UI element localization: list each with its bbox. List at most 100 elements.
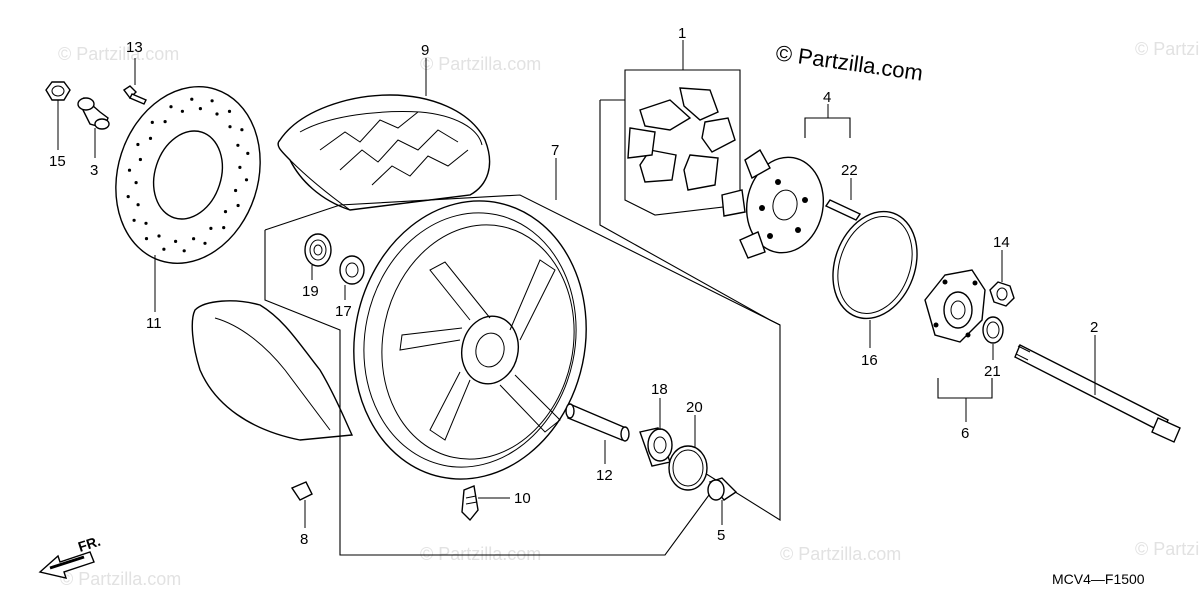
callout-6: 6	[961, 425, 969, 442]
disc-hole	[198, 107, 202, 111]
disc-hole	[163, 120, 167, 124]
watermark-3: © Partzilla.com	[1135, 39, 1200, 59]
disc-hole	[246, 151, 250, 155]
group-line-6	[937, 378, 993, 399]
callout-22: 22	[841, 162, 858, 179]
group-line-1b	[599, 99, 781, 326]
callout-14: 14	[993, 234, 1010, 251]
callout-5: 5	[717, 527, 725, 544]
disc-hole	[169, 105, 173, 109]
callout-2: 2	[1090, 319, 1098, 336]
front-direction-arrow: FR.	[38, 533, 102, 579]
callout-7: 7	[551, 142, 559, 159]
disc-hole	[209, 226, 213, 230]
brake-disc	[115, 86, 261, 264]
disc-hole	[162, 247, 166, 251]
dust-seal-17	[339, 255, 365, 285]
group-line-4	[804, 117, 851, 138]
collar-5	[707, 477, 738, 501]
disc-hole	[180, 109, 184, 113]
rear-axle	[1014, 344, 1181, 443]
disc-hole	[144, 221, 148, 225]
disc-hole	[215, 112, 219, 116]
sprocket-hub	[924, 269, 986, 343]
disc-hole	[227, 109, 232, 113]
callout-13: 13	[126, 39, 143, 56]
wheel-rim	[353, 200, 587, 480]
watermark-6: © Partzilla.com	[780, 544, 901, 564]
callout-8: 8	[300, 531, 308, 548]
disc-hole	[190, 97, 194, 101]
callout-17: 17	[335, 303, 352, 320]
disc-hole	[134, 181, 138, 185]
callout-15: 15	[49, 153, 66, 170]
callout-4: 4	[823, 89, 831, 106]
direction-label: FR.	[76, 533, 102, 555]
disc-hole	[138, 157, 142, 162]
disc-hole	[210, 99, 214, 103]
disc-bolt	[122, 85, 147, 105]
disc-hole	[238, 165, 242, 169]
watermark-2: © Partzilla.com	[420, 54, 541, 74]
tire	[277, 94, 491, 211]
seal-21	[982, 316, 1004, 344]
balance-weight	[290, 481, 313, 501]
callout-9: 9	[421, 42, 429, 59]
disc-hole	[244, 178, 249, 182]
disc-hole	[236, 143, 240, 147]
watermark-1: © Partzilla.com	[58, 44, 179, 64]
disc-hole	[132, 218, 136, 222]
disc-hole	[228, 125, 232, 129]
distance-collar-12	[565, 403, 630, 442]
disc-hole	[148, 136, 153, 140]
watermark-7: © Partzilla.com	[1135, 539, 1200, 559]
callouts: 1 2 3 4 5 6 7 8 9 10 11 12 13 14 15 16 1…	[49, 25, 1098, 548]
callout-1: 1	[678, 25, 686, 42]
axle-nut	[989, 281, 1015, 307]
driven-flange	[721, 148, 825, 259]
diagram-code: MCV4—F1500	[1052, 571, 1145, 587]
disc-hole	[150, 120, 154, 124]
disc-hole	[136, 142, 140, 147]
watermark-4: © Partzilla.com	[60, 569, 181, 589]
damper-rubbers	[627, 87, 736, 191]
callout-10: 10	[514, 490, 531, 507]
disc-hole	[240, 128, 244, 132]
snap-ring	[832, 210, 918, 320]
group-line-7	[264, 194, 781, 521]
tire-valve	[461, 485, 479, 522]
disc-hole	[174, 239, 178, 243]
disc-hole	[127, 168, 132, 172]
callout-18: 18	[651, 381, 668, 398]
disc-hole	[192, 237, 196, 241]
callout-20: 20	[686, 399, 703, 416]
callout-12: 12	[596, 467, 613, 484]
leader-lines	[57, 40, 1096, 528]
disc-hole	[223, 210, 228, 214]
callout-11: 11	[146, 315, 162, 332]
watermark-5: © Partzilla.com	[420, 544, 541, 564]
disc-hole	[126, 195, 130, 199]
disc-hole	[234, 188, 238, 193]
copyright-text: © Partzilla.com	[774, 40, 924, 85]
disc-hole	[222, 226, 226, 230]
tire-lower	[191, 300, 354, 441]
distance-collar	[77, 96, 110, 130]
group-line-1	[624, 69, 741, 216]
group-line-7b	[264, 230, 721, 556]
callout-19: 19	[302, 283, 319, 300]
callout-21: 21	[984, 363, 1001, 380]
disc-hole	[157, 234, 161, 238]
callout-3: 3	[90, 162, 98, 179]
stud-bolt	[824, 199, 862, 221]
o-ring-20	[668, 445, 708, 491]
callout-16: 16	[861, 352, 878, 369]
bearing-18	[639, 427, 673, 467]
disc-hole	[203, 241, 207, 245]
watermarks: © Partzilla.com © Partzilla.com © Partzi…	[58, 39, 1200, 589]
bearing-19	[304, 233, 332, 267]
disc-hole	[182, 249, 186, 253]
disc-hole	[136, 203, 140, 207]
disc-hole	[236, 203, 240, 208]
